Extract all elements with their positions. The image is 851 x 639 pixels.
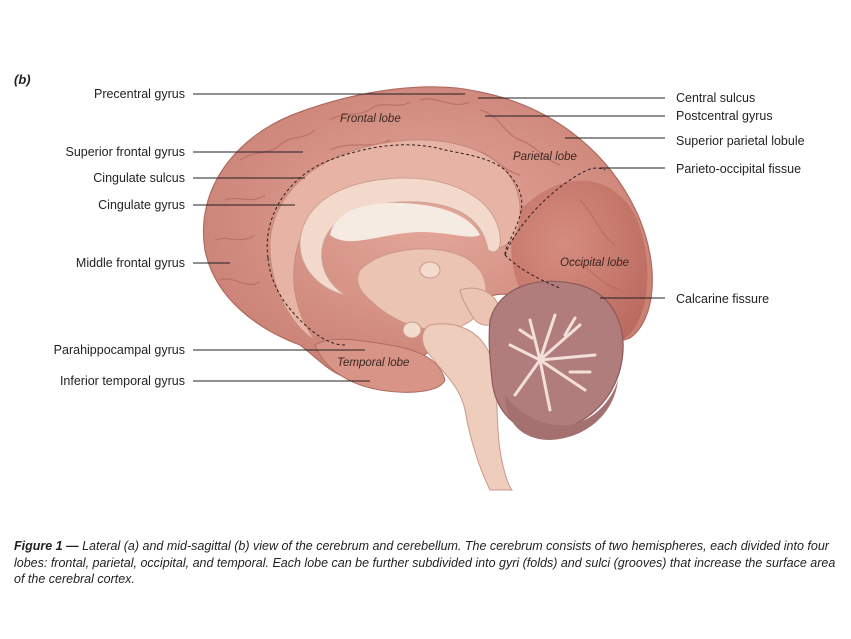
caption-prefix: Figure 1 — [14,539,79,553]
label-middle-frontal-gyrus: Middle frontal gyrus [76,256,185,271]
lobe-label-frontal: Frontal lobe [340,113,401,125]
label-central-sulcus: Central sulcus [676,91,755,106]
label-inferior-temporal-gyrus: Inferior temporal gyrus [60,374,185,389]
label-postcentral-gyrus: Postcentral gyrus [676,109,773,124]
label-superior-parietal-lobule: Superior parietal lobule [676,134,805,149]
figure-caption: Figure 1 — Lateral (a) and mid-sagittal … [14,538,840,588]
cerebellum [489,281,623,440]
label-parahippocampal-gyrus: Parahippocampal gyrus [54,343,185,358]
label-precentral-gyrus: Precentral gyrus [94,87,185,102]
label-cingulate-sulcus: Cingulate sulcus [93,171,185,186]
label-calcarine-fissure: Calcarine fissure [676,292,769,307]
lobe-label-temporal: Temporal lobe [337,357,409,369]
lobe-label-parietal: Parietal lobe [513,151,577,163]
label-cingulate-gyrus: Cingulate gyrus [98,198,185,213]
label-parieto-occipital-fissue: Parieto-occipital fissue [676,162,801,177]
panel-label: (b) [14,72,31,87]
lobe-label-occipital: Occipital lobe [560,257,629,269]
caption-text: Lateral (a) and mid-sagittal (b) view of… [14,539,835,586]
label-superior-frontal-gyrus: Superior frontal gyrus [65,145,185,160]
